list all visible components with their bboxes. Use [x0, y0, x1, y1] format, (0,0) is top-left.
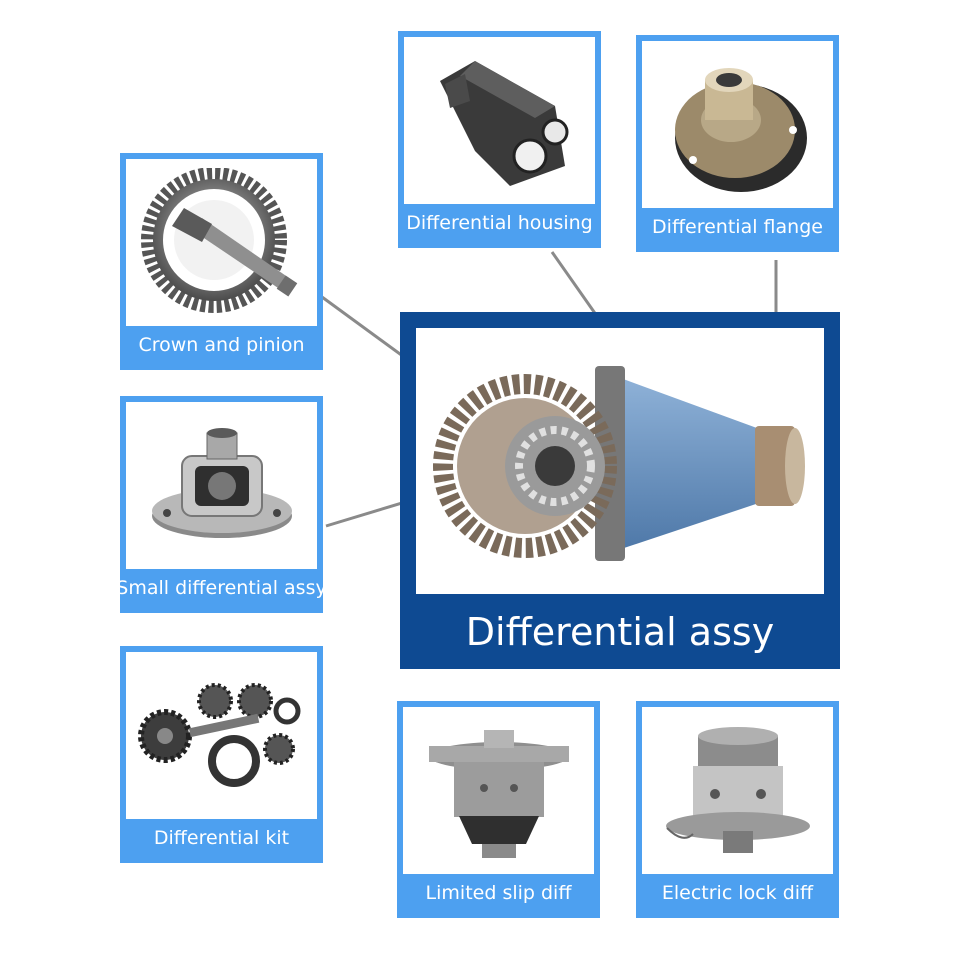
main-title: Differential assy	[465, 609, 775, 654]
label-crown-pinion: Crown and pinion	[126, 326, 317, 364]
label-diff-housing: Differential housing	[404, 204, 595, 242]
card-crown-pinion: Crown and pinion	[120, 153, 323, 370]
card-small-diff: Small differential assy	[116, 396, 327, 613]
card-diff-kit: Differential kit	[120, 646, 323, 863]
main-diff-assy-panel: Differential assy	[400, 312, 840, 669]
card-limited-slip: Limited slip diff	[397, 701, 600, 918]
small-diff-illustration	[126, 402, 317, 569]
lsd-illustration	[403, 707, 594, 874]
label-small-diff: Small differential assy	[116, 569, 327, 607]
card-electric-lock: Electric lock diff	[636, 701, 839, 918]
flange-illustration	[642, 41, 833, 208]
crown-pinion-illustration	[126, 159, 317, 326]
card-diff-flange: Differential flange	[636, 35, 839, 252]
housing-illustration	[404, 37, 595, 204]
label-diff-flange: Differential flange	[642, 208, 833, 246]
differential-assembly-illustration	[416, 328, 824, 594]
label-electric-lock: Electric lock diff	[642, 874, 833, 912]
label-limited-slip: Limited slip diff	[403, 874, 594, 912]
elocker-illustration	[642, 707, 833, 874]
diff-kit-illustration	[126, 652, 317, 819]
card-diff-housing: Differential housing	[398, 31, 601, 248]
label-diff-kit: Differential kit	[126, 819, 317, 857]
